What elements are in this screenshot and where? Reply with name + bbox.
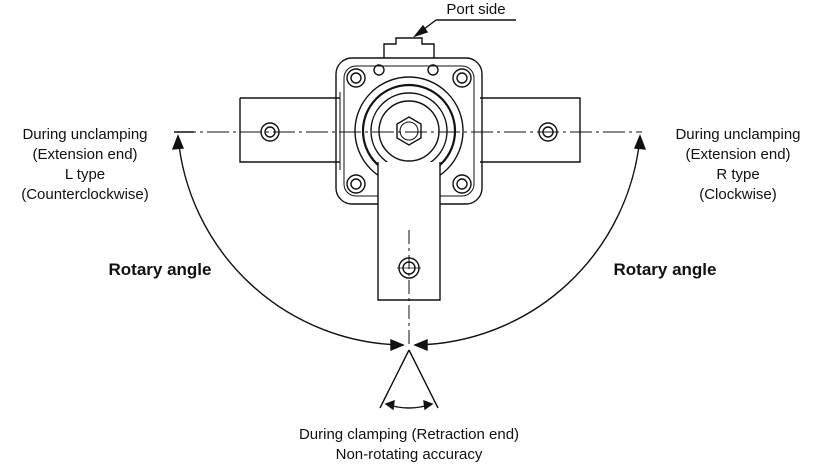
- arc-left-arrow-top: [171, 134, 185, 150]
- right-label-line4: (Clockwise): [699, 186, 777, 203]
- hex-nut-center: [399, 121, 419, 141]
- port-notch-right: [427, 64, 439, 76]
- rotary-arc-left: [177, 135, 404, 346]
- arc-right-arrow-bottom: [413, 338, 428, 352]
- left-label-line1: During unclamping: [22, 126, 148, 143]
- right-arm-plate: [480, 97, 581, 163]
- accuracy-wedge-right: [408, 349, 439, 409]
- bolt-bottom-left-outer: [346, 174, 366, 194]
- port-side-label: Port side: [446, 1, 506, 18]
- rotary-arc-right: [414, 135, 641, 346]
- right-label-line3: R type: [716, 166, 760, 183]
- rotary-angle-right-label: Rotary angle: [613, 260, 717, 279]
- arc-left-arrow-bottom: [390, 338, 405, 352]
- bolt-bottom-right-outer: [452, 174, 472, 194]
- right-label-line2: (Extension end): [685, 146, 791, 163]
- bolt-top-right-outer: [452, 68, 472, 88]
- left-label-line3: L type: [64, 166, 106, 183]
- bolt-top-left-outer: [346, 68, 366, 88]
- left-label-line2: (Extension end): [32, 146, 138, 163]
- arc-right-arrow-top: [633, 134, 647, 150]
- accuracy-arrow-left: [384, 399, 395, 411]
- accuracy-arrow-right: [423, 399, 434, 411]
- hex-nut: [396, 116, 422, 146]
- bolt-top-left-inner: [350, 72, 362, 84]
- port-notch-left: [373, 64, 385, 76]
- port-block: [383, 37, 435, 58]
- right-label-line1: During unclamping: [675, 126, 801, 143]
- arm-hub: [378, 100, 440, 162]
- port-side-arrowhead: [412, 24, 429, 38]
- left-arm-plate: [239, 97, 340, 163]
- bottom-label-line1: During clamping (Retraction end): [298, 426, 520, 443]
- bottom-label-line2: Non-rotating accuracy: [335, 446, 483, 463]
- rotary-angle-left-label: Rotary angle: [108, 260, 212, 279]
- bolt-top-right-inner: [456, 72, 468, 84]
- bolt-bottom-left-inner: [350, 178, 362, 190]
- accuracy-wedge-left: [379, 349, 410, 409]
- bolt-bottom-right-inner: [456, 178, 468, 190]
- left-label-line4: (Counterclockwise): [21, 186, 149, 203]
